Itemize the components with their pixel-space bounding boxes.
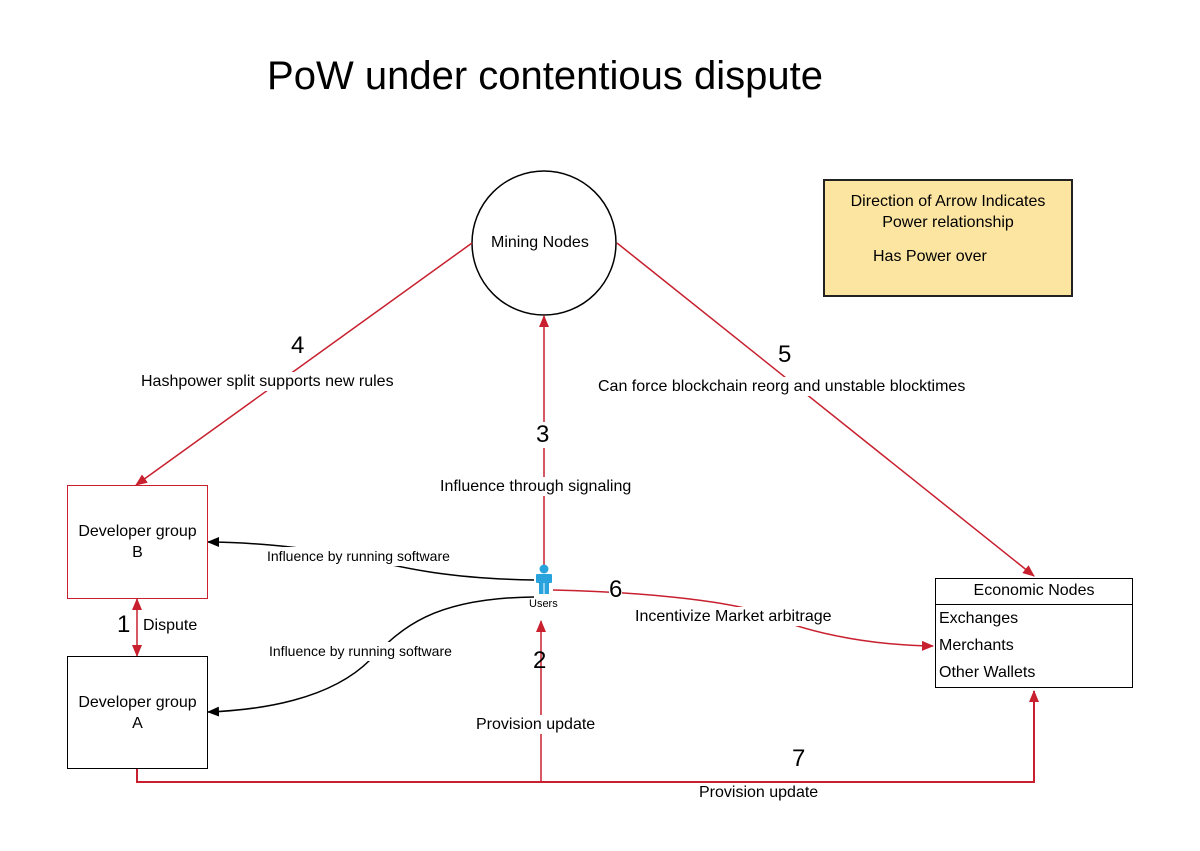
edge-6-number: 6: [609, 576, 623, 603]
edge-5-label: Can force blockchain reorg and unstable …: [598, 377, 966, 396]
economic-node-item: Other Wallets: [939, 664, 1036, 681]
edge-1-label: Dispute: [143, 617, 198, 634]
developer-group-b-label: Developer group B: [78, 523, 197, 561]
diagram-title: PoW under contentious dispute: [267, 54, 823, 98]
edge-1-number: 1: [117, 611, 131, 638]
influence-label-dev-a: Influence by running software: [269, 642, 452, 661]
developer-group-a-label: Developer group A: [78, 693, 197, 732]
edge-4-number: 4: [291, 332, 305, 359]
edge-5-number: 5: [778, 341, 792, 368]
edge-4-arrow: [135, 242, 473, 486]
economic-nodes-box[interactable]: Economic Nodes Exchanges Merchants Other…: [935, 578, 1133, 688]
legend-box: Direction of Arrow Indicates Power relat…: [823, 179, 1073, 297]
edge-7-number: 7: [792, 745, 806, 772]
edge-5-arrow: [616, 242, 1035, 577]
edge-4-label: Hashpower split supports new rules: [141, 372, 394, 391]
economic-nodes-header: Economic Nodes: [936, 579, 1132, 605]
influence-label-dev-b: Influence by running software: [267, 547, 450, 566]
legend-key-label: Has Power over: [873, 248, 987, 265]
edge-7-bus: [136, 690, 1039, 783]
edge-3-number: 3: [536, 421, 550, 448]
user-icon[interactable]: [536, 564, 552, 595]
edge-3-label: Influence through signaling: [440, 477, 632, 496]
developer-group-a-box[interactable]: Developer group A: [67, 656, 208, 769]
economic-node-item: Exchanges: [939, 610, 1019, 627]
edge-2-label: Provision update: [476, 715, 596, 734]
economic-node-item: Merchants: [939, 637, 1014, 654]
edge-6-label: Incentivize Market arbitrage: [635, 607, 832, 626]
legend-heading: Direction of Arrow Indicates Power relat…: [850, 193, 1046, 231]
edge-2-number: 2: [533, 647, 547, 674]
mining-nodes-label: Mining Nodes: [491, 234, 589, 251]
users-label: Users: [529, 598, 558, 610]
edge-7-label: Provision update: [699, 784, 819, 801]
developer-group-b-box[interactable]: Developer group B: [67, 485, 208, 599]
